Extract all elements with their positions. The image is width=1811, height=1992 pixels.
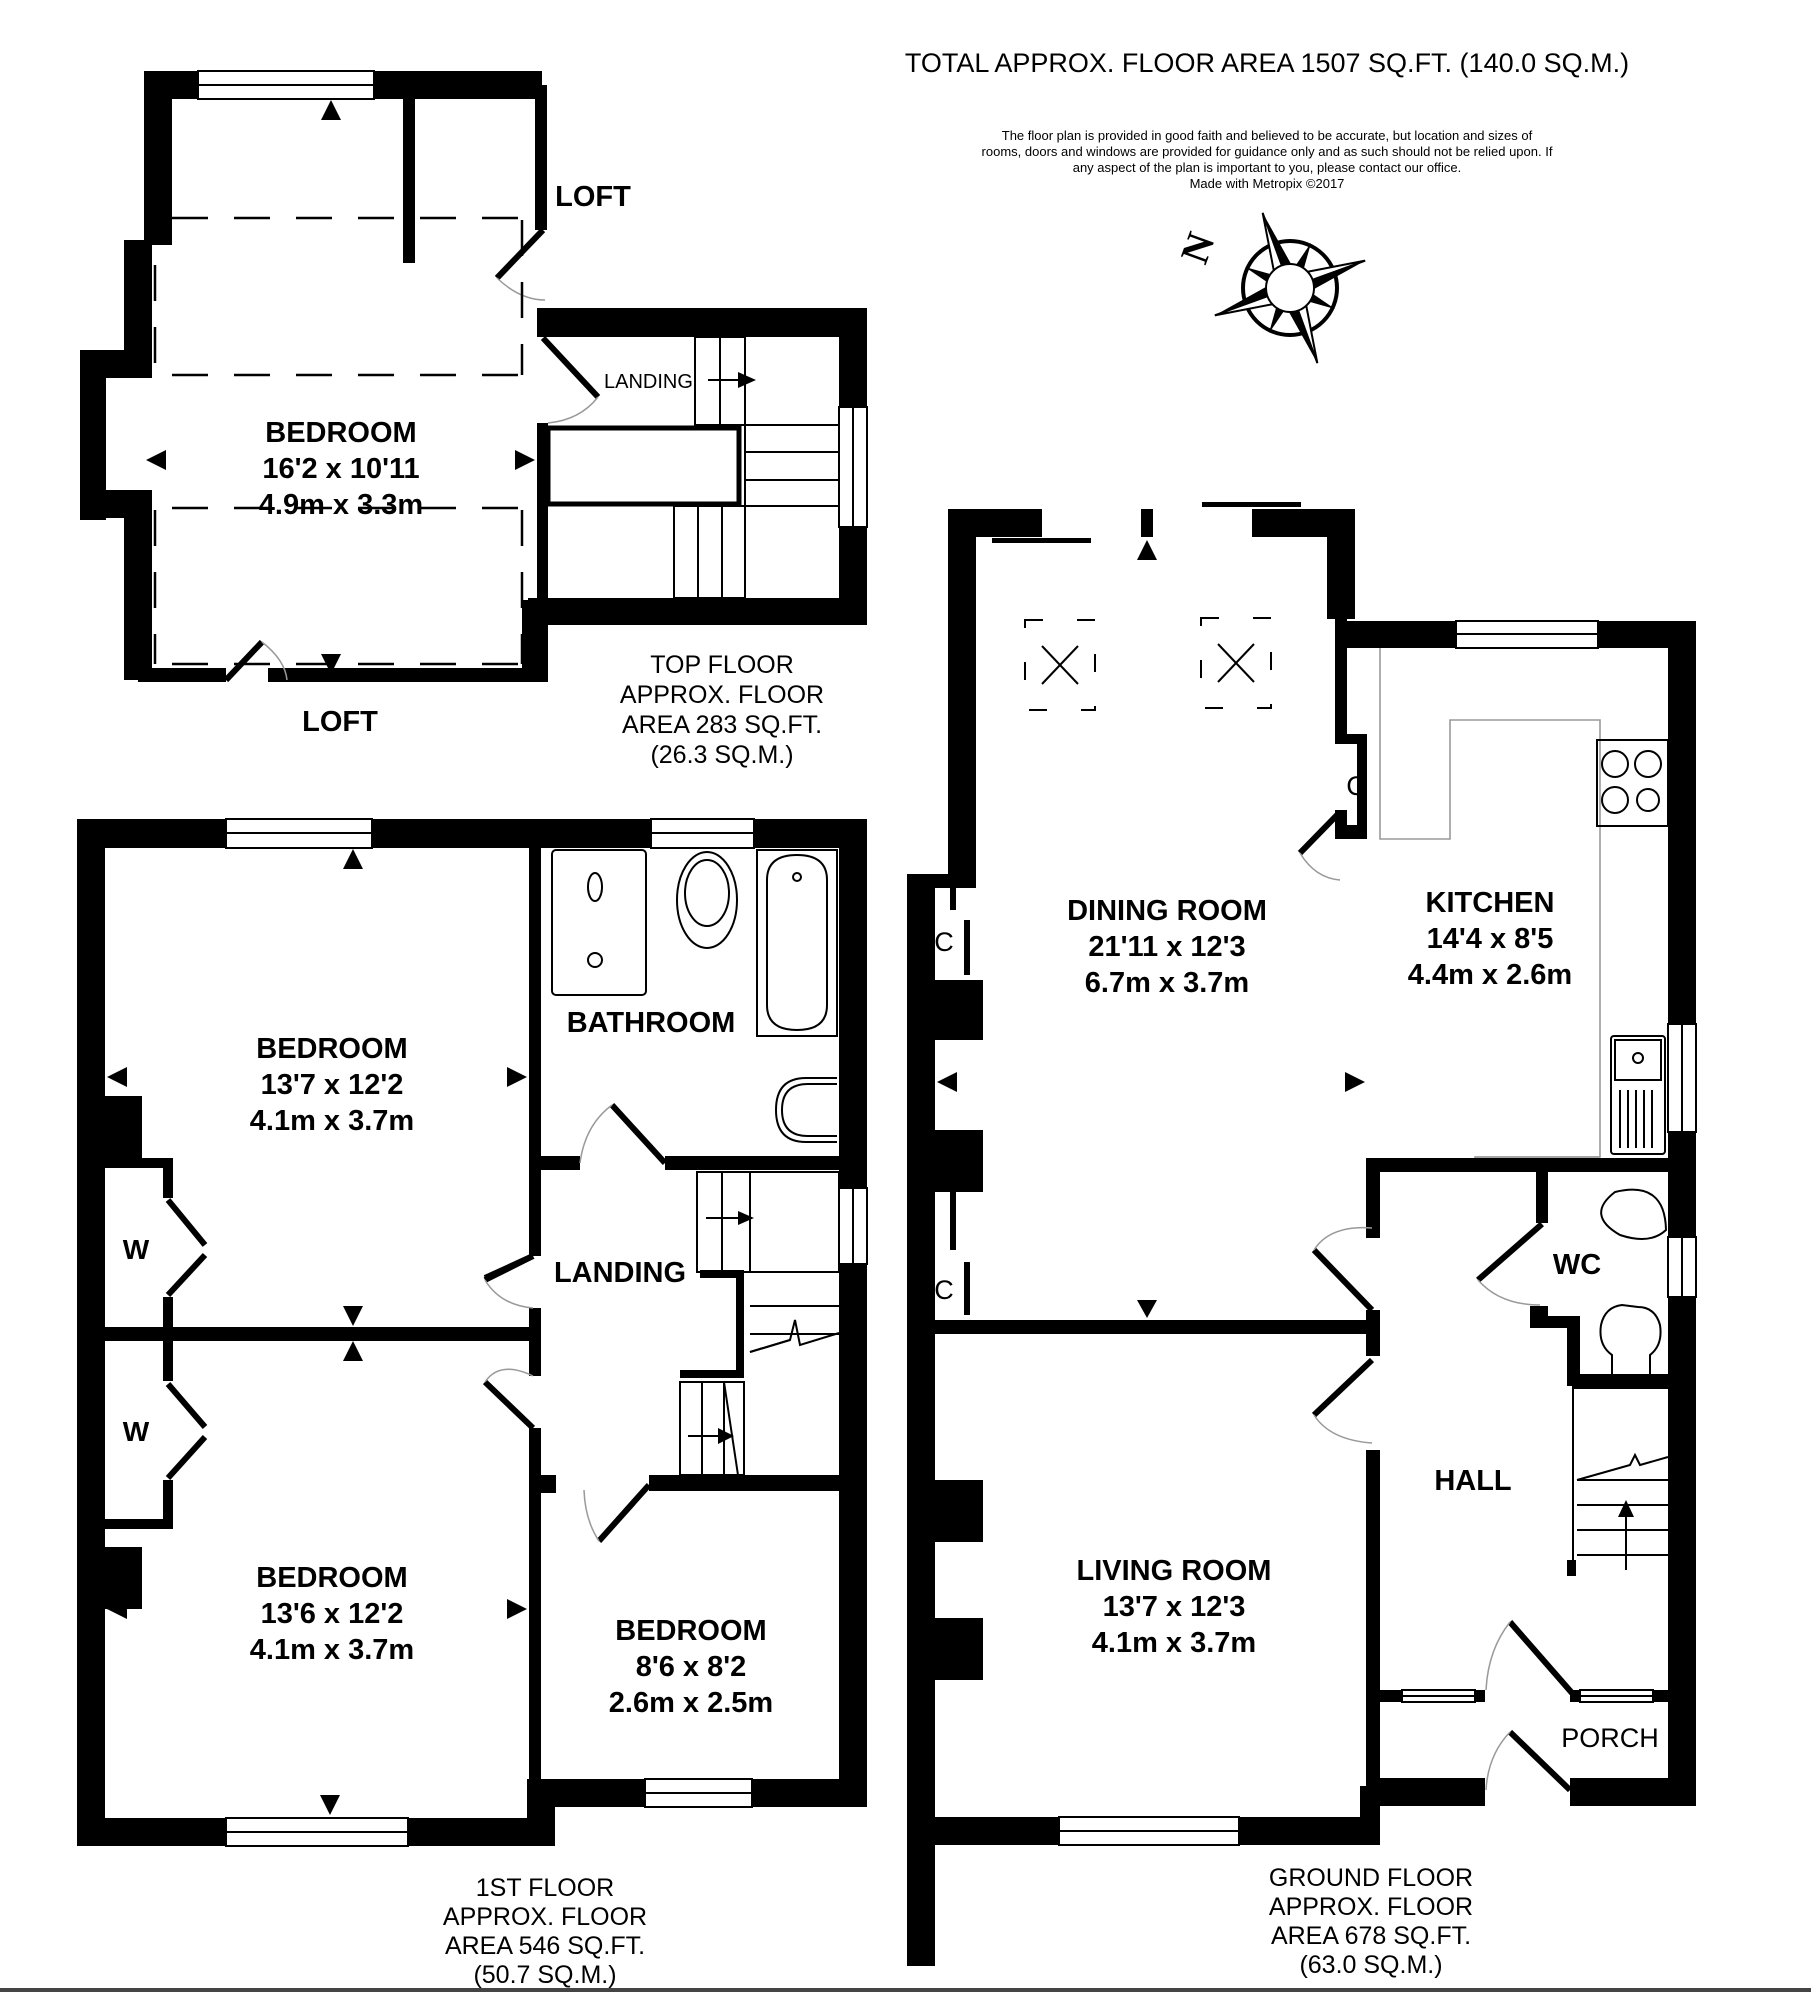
cupboard-label-1: C: [1346, 771, 1366, 801]
first-bedroom2-metric: 4.1m x 3.7m: [250, 1634, 414, 1666]
top-floor-caption-3: AREA 283 SQ.FT.: [622, 711, 822, 739]
first-floor-caption-4: (50.7 SQ.M.): [473, 1961, 616, 1989]
first-bedroom2-name: BEDROOM: [256, 1562, 407, 1594]
kitchen-name: KITCHEN: [1426, 887, 1555, 919]
disclaimer-line-4: Made with Metropix ©2017: [1190, 176, 1345, 191]
porch-name: PORCH: [1561, 1723, 1659, 1753]
ground-floor: DINING ROOM 21'11 x 12'3 6.7m x 3.7m KIT…: [907, 502, 1697, 1979]
ground-floor-caption-2: APPROX. FLOOR: [1269, 1893, 1473, 1921]
loft-label-right: LOFT: [555, 181, 631, 213]
cupboard-label-3: C: [934, 1275, 954, 1305]
top-floor: BEDROOM 16'2 x 10'11 4.9m x 3.3m LANDING…: [80, 70, 868, 769]
living-room-imperial: 13'7 x 12'3: [1103, 1591, 1246, 1623]
dining-room-metric: 6.7m x 3.7m: [1085, 967, 1249, 999]
top-landing-name: LANDING: [604, 371, 693, 393]
ground-floor-caption-1: GROUND FLOOR: [1269, 1864, 1473, 1892]
ground-floor-caption-3: AREA 678 SQ.FT.: [1271, 1922, 1471, 1950]
kitchen-imperial: 14'4 x 8'5: [1427, 923, 1554, 955]
first-floor: BEDROOM 13'7 x 12'2 4.1m x 3.7m BATHROOM…: [77, 818, 868, 1989]
hall-name: HALL: [1434, 1465, 1511, 1497]
wardrobe-label-2: W: [123, 1416, 150, 1447]
north-label: N: [1171, 227, 1223, 270]
top-bedroom-name: BEDROOM: [265, 417, 416, 449]
kitchen-metric: 4.4m x 2.6m: [1408, 959, 1572, 991]
first-bedroom1-name: BEDROOM: [256, 1033, 407, 1065]
first-bedroom3-metric: 2.6m x 2.5m: [609, 1687, 773, 1719]
top-floor-caption-2: APPROX. FLOOR: [620, 681, 824, 709]
ground-floor-caption-4: (63.0 SQ.M.): [1299, 1951, 1442, 1979]
first-floor-caption-2: APPROX. FLOOR: [443, 1903, 647, 1931]
first-bedroom1-imperial: 13'7 x 12'2: [261, 1069, 404, 1101]
first-bedroom2-imperial: 13'6 x 12'2: [261, 1598, 404, 1630]
top-bedroom-imperial: 16'2 x 10'11: [262, 453, 419, 485]
dimension-arrow-icon: [321, 100, 341, 120]
living-room-metric: 4.1m x 3.7m: [1092, 1627, 1256, 1659]
top-bedroom-metric: 4.9m x 3.3m: [259, 489, 423, 521]
compass-rose-icon: N: [1171, 212, 1366, 364]
total-floor-area: TOTAL APPROX. FLOOR AREA 1507 SQ.FT. (14…: [905, 48, 1629, 78]
wc-name: WC: [1553, 1249, 1601, 1281]
living-room-name: LIVING ROOM: [1077, 1555, 1272, 1587]
first-floor-caption-1: 1ST FLOOR: [476, 1874, 614, 1902]
skylight-2: [1200, 617, 1272, 709]
first-bedroom3-name: BEDROOM: [615, 1615, 766, 1647]
first-landing-name: LANDING: [554, 1257, 686, 1289]
dining-room-name: DINING ROOM: [1067, 895, 1267, 927]
loft-label-bottom: LOFT: [302, 706, 378, 738]
first-bedroom1-metric: 4.1m x 3.7m: [250, 1105, 414, 1137]
disclaimer-line-3: any aspect of the plan is important to y…: [1073, 160, 1462, 175]
disclaimer-line-2: rooms, doors and windows are provided fo…: [982, 144, 1553, 159]
top-floor-caption-4: (26.3 SQ.M.): [650, 741, 793, 769]
wardrobe-label-1: W: [123, 1234, 150, 1265]
first-bedroom3-imperial: 8'6 x 8'2: [636, 1651, 747, 1683]
first-floor-caption-3: AREA 546 SQ.FT.: [445, 1932, 645, 1960]
bathroom-name: BATHROOM: [567, 1007, 736, 1039]
header: TOTAL APPROX. FLOOR AREA 1507 SQ.FT. (14…: [905, 48, 1629, 191]
skylight-1: [1024, 619, 1096, 711]
drainer: [1619, 1090, 1653, 1148]
cupboard-label-2: C: [934, 927, 954, 957]
top-floor-caption-1: TOP FLOOR: [650, 651, 794, 679]
bottom-border: [0, 1988, 1811, 1992]
dining-room-imperial: 21'11 x 12'3: [1088, 931, 1245, 963]
disclaimer-line-1: The floor plan is provided in good faith…: [1002, 128, 1533, 143]
